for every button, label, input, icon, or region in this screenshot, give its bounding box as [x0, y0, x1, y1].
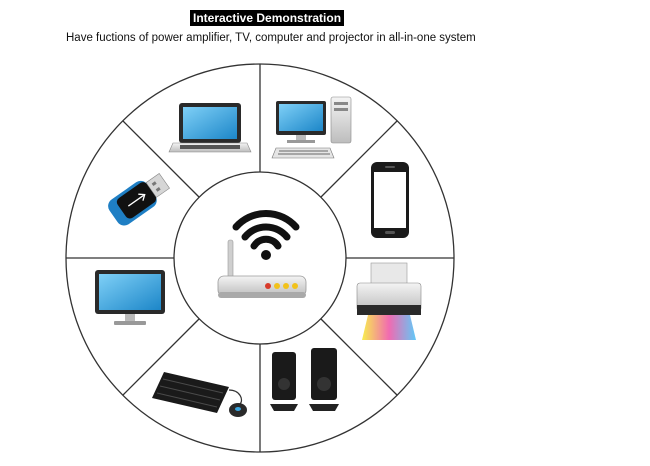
keyboard-mouse-icon [152, 372, 247, 417]
desktop-computer-icon [271, 96, 352, 159]
page-title: Interactive Demonstration [190, 10, 345, 26]
wifi-router-icon [217, 210, 307, 298]
smartphone-icon [371, 162, 409, 238]
usb-drive-icon [108, 173, 170, 226]
printer-icon [356, 262, 422, 340]
monitor-icon [95, 270, 165, 325]
center-ring [173, 171, 347, 345]
speakers-icon [270, 348, 339, 411]
segment-dividers [66, 64, 454, 452]
page-subtitle: Have fuctions of power amplifier, TV, co… [66, 32, 476, 44]
laptop-icon [168, 103, 252, 153]
